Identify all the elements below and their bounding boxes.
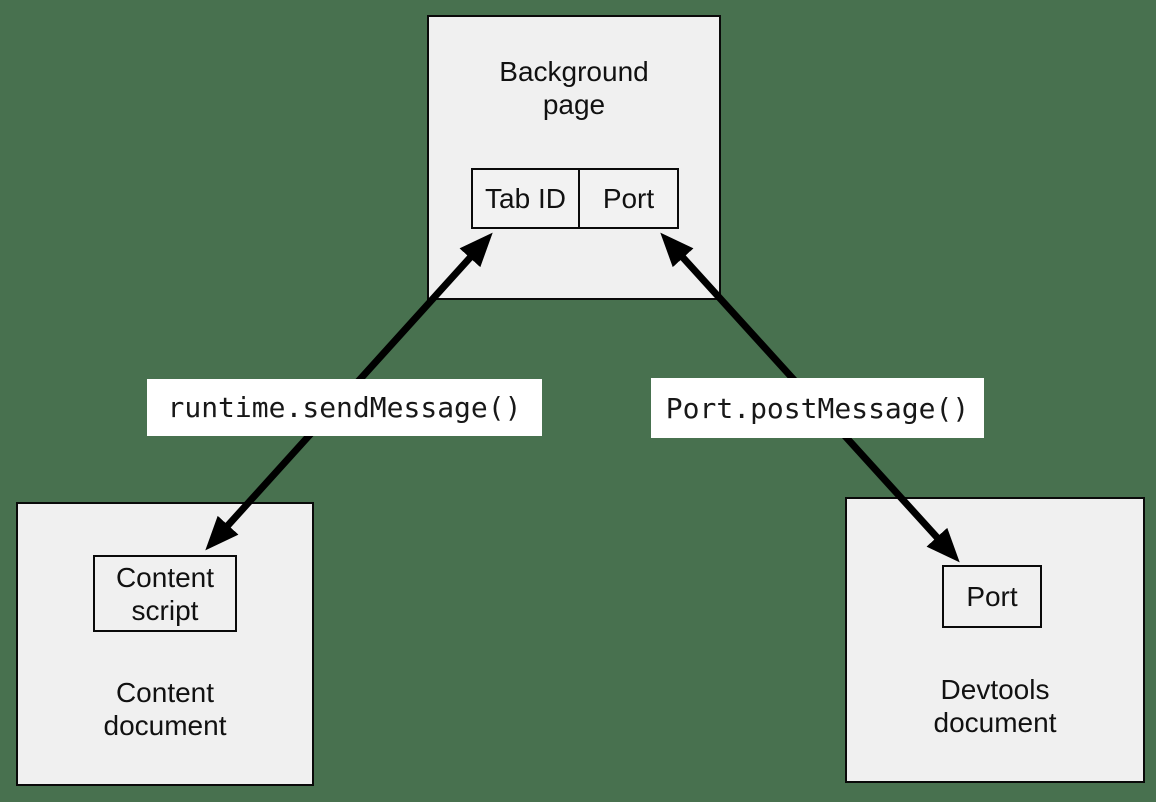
cell-port: Port [602,182,655,214]
content-script-box: Content script [93,555,237,632]
node-background-page: Background page Tab ID Port [427,15,721,300]
devtools-port-box: Port [942,565,1042,628]
node-content-document: Content script Content document [16,502,314,786]
node-background-page-title: Background page [499,56,649,120]
node-devtools-document: Port Devtools document [845,497,1145,783]
edge-label-runtime-sendmessage: runtime.sendMessage() [147,379,542,436]
edge-label-port-postmessage: Port.postMessage() [651,378,984,438]
node-devtools-document-title: Devtools document [933,674,1057,738]
node-content-document-title: Content document [103,677,227,741]
cell-tab-id: Tab ID [473,170,580,227]
background-page-table: Tab ID Port [471,168,679,229]
